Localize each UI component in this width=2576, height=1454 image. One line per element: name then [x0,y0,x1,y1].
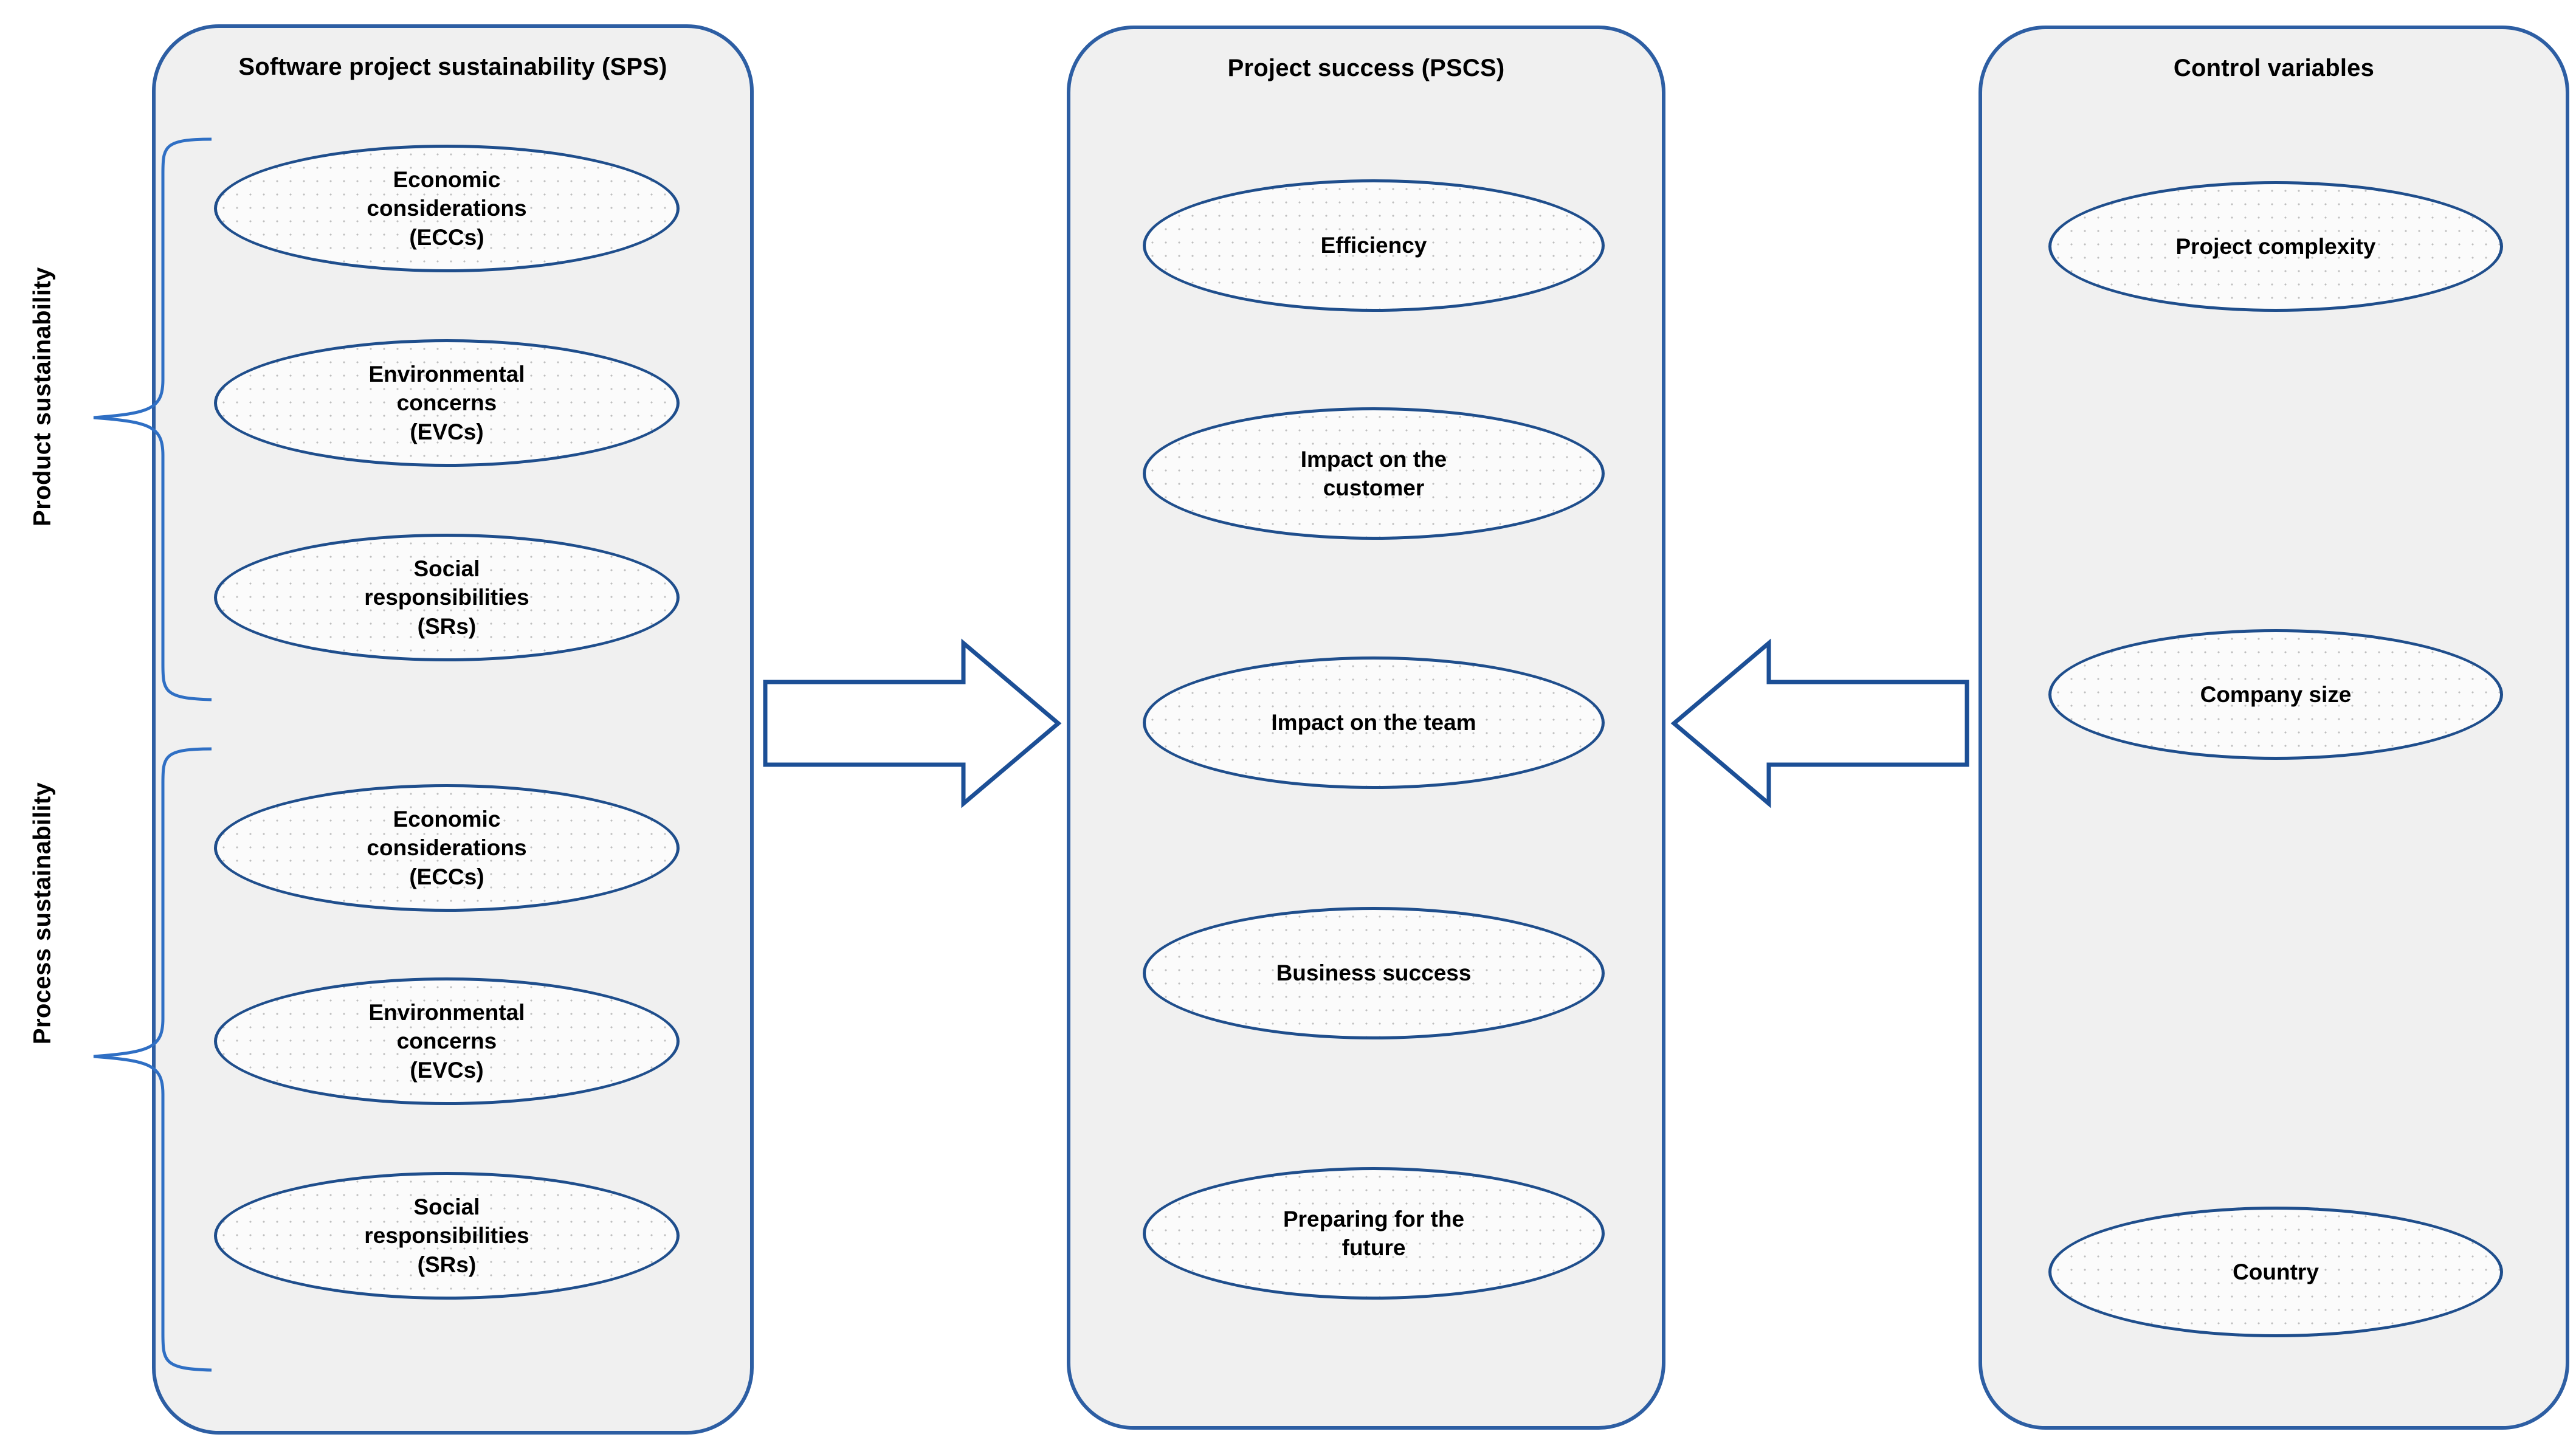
node-label: Country [2233,1259,2319,1284]
node-label: Impact on the customer [1300,446,1447,500]
node-company-size[interactable]: Company size [2048,629,2503,760]
panel-title-sps: Software project sustainability (SPS) [238,53,667,80]
node-process-social-responsibilities[interactable]: Social responsibilities (SRs) [214,1172,680,1300]
node-efficiency[interactable]: Efficiency [1143,179,1605,312]
node-product-economic-considerations[interactable]: Economic considerations (ECCs) [214,145,680,272]
arrow-control-to-pscs [1670,638,1969,808]
node-impact-on-the-customer[interactable]: Impact on the customer [1143,407,1605,540]
node-label: Economic considerations (ECCs) [367,806,527,889]
brace-product-sustainability [93,137,212,701]
node-label: Impact on the team [1271,710,1476,736]
arrow-sps-to-pscs [763,638,1062,808]
node-label: Environmental concerns (EVCs) [368,999,525,1083]
node-impact-on-the-team[interactable]: Impact on the team [1143,656,1605,789]
node-process-environmental-concerns[interactable]: Environmental concerns (EVCs) [214,977,680,1105]
node-label: Company size [2200,681,2352,707]
node-label: Project complexity [2175,233,2376,259]
panel-title-pscs: Project success (PSCS) [1227,55,1505,81]
node-label: Social responsibilities (SRs) [364,556,529,639]
node-label: Preparing for the future [1283,1206,1465,1260]
node-label: Business success [1276,960,1472,986]
panel-title-control-variables: Control variables [2173,55,2375,81]
node-product-social-responsibilities[interactable]: Social responsibilities (SRs) [214,534,680,661]
node-process-economic-considerations[interactable]: Economic considerations (ECCs) [214,784,680,912]
side-label-product-sustainability: Product sustainability [29,267,56,526]
node-label: Environmental concerns (EVCs) [368,361,525,444]
node-preparing-for-the-future[interactable]: Preparing for the future [1143,1167,1605,1300]
node-product-environmental-concerns[interactable]: Environmental concerns (EVCs) [214,339,680,467]
node-country[interactable]: Country [2048,1207,2503,1337]
node-label: Social responsibilities (SRs) [364,1194,529,1277]
node-project-complexity[interactable]: Project complexity [2048,181,2503,312]
node-label: Economic considerations (ECCs) [367,167,527,250]
node-business-success[interactable]: Business success [1143,907,1605,1039]
node-label: Efficiency [1320,233,1427,258]
side-label-process-sustainability: Process sustainability [29,782,56,1045]
brace-process-sustainability [93,747,212,1372]
